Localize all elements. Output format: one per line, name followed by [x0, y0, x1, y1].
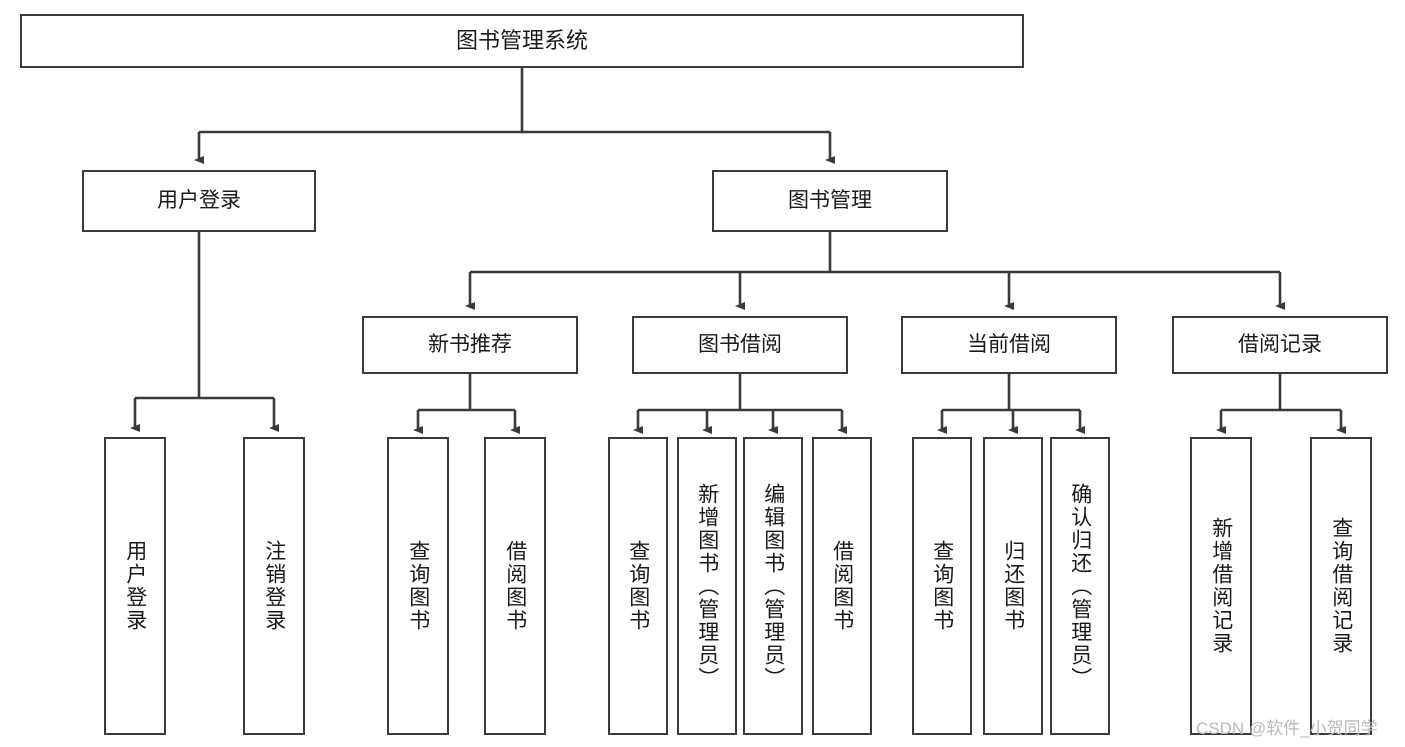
node-label: 新增借阅记录	[1209, 517, 1233, 655]
node-label: 图书管理	[788, 188, 872, 212]
node-user-login[interactable]: 用户登录	[82, 170, 316, 232]
node-label: 图书借阅	[698, 332, 782, 356]
leaf-query-book-borrow[interactable]: 查询图书	[608, 437, 668, 735]
node-label: 借阅图书	[830, 540, 854, 632]
node-new-book-recommend[interactable]: 新书推荐	[362, 316, 578, 374]
leaf-logout[interactable]: 注销登录	[243, 437, 305, 735]
csdn-watermark: CSDN @软件_小贺同学	[1196, 719, 1378, 738]
node-borrow-record[interactable]: 借阅记录	[1172, 316, 1388, 374]
leaf-query-book-current[interactable]: 查询图书	[912, 437, 972, 735]
node-label: 用户登录	[123, 540, 147, 632]
node-label: 编辑图书（管理员）	[761, 482, 785, 690]
leaf-add-book-admin[interactable]: 新增图书（管理员）	[677, 437, 737, 735]
node-label: 当前借阅	[967, 332, 1051, 356]
node-root-system[interactable]: 图书管理系统	[20, 14, 1024, 68]
leaf-query-borrow-record[interactable]: 查询借阅记录	[1310, 437, 1372, 735]
node-label: 新增图书（管理员）	[695, 482, 719, 690]
node-label: 查询借阅记录	[1329, 517, 1353, 655]
leaf-return-book[interactable]: 归还图书	[983, 437, 1043, 735]
node-label: 新书推荐	[428, 332, 512, 356]
node-label: 注销登录	[262, 540, 286, 632]
node-book-management[interactable]: 图书管理	[712, 170, 948, 232]
node-label: 图书管理系统	[455, 28, 588, 54]
node-label: 用户登录	[157, 188, 241, 212]
node-label: 借阅图书	[503, 540, 527, 632]
node-label: 查询图书	[626, 540, 650, 632]
node-label: 查询图书	[930, 540, 954, 632]
leaf-user-login[interactable]: 用户登录	[104, 437, 166, 735]
node-label: 借阅记录	[1238, 332, 1322, 356]
leaf-query-book-newbook[interactable]: 查询图书	[387, 437, 449, 735]
node-label: 归还图书	[1001, 540, 1025, 632]
leaf-add-borrow-record[interactable]: 新增借阅记录	[1190, 437, 1252, 735]
leaf-borrow-book-newbook[interactable]: 借阅图书	[484, 437, 546, 735]
node-label: 查询图书	[406, 540, 430, 632]
node-current-borrow[interactable]: 当前借阅	[901, 316, 1117, 374]
leaf-borrow-book[interactable]: 借阅图书	[812, 437, 872, 735]
leaf-edit-book-admin[interactable]: 编辑图书（管理员）	[743, 437, 803, 735]
leaf-confirm-return-admin[interactable]: 确认归还（管理员）	[1050, 437, 1110, 735]
node-label: 确认归还（管理员）	[1068, 482, 1092, 690]
node-book-borrow[interactable]: 图书借阅	[632, 316, 848, 374]
